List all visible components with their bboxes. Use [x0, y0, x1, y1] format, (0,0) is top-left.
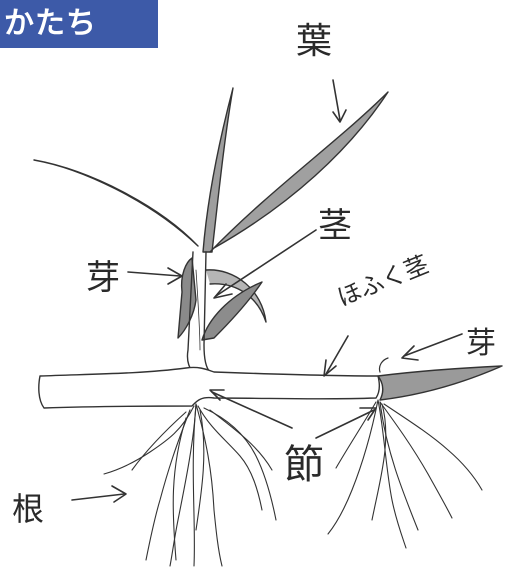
- runner-outline: [39, 367, 380, 408]
- label-root: 根: [12, 484, 44, 530]
- arrows: [72, 80, 462, 502]
- roots-right: [328, 400, 482, 548]
- leaf-upper-left: [34, 160, 198, 246]
- runner-bud-right: [378, 366, 502, 400]
- label-bud-right: 芽: [466, 318, 496, 362]
- leaf-right-large: [210, 92, 388, 252]
- label-bud-left: 芽: [86, 250, 120, 299]
- label-stem: 茎: [318, 198, 352, 247]
- section-title: かたち: [0, 0, 158, 48]
- bud-sheath: [178, 258, 196, 338]
- leaf-center-upright: [203, 88, 233, 252]
- label-node: 節: [284, 432, 324, 490]
- roots-left: [104, 404, 276, 566]
- label-leaf: 葉: [296, 12, 332, 64]
- stem-shoot-leaf: [202, 282, 262, 340]
